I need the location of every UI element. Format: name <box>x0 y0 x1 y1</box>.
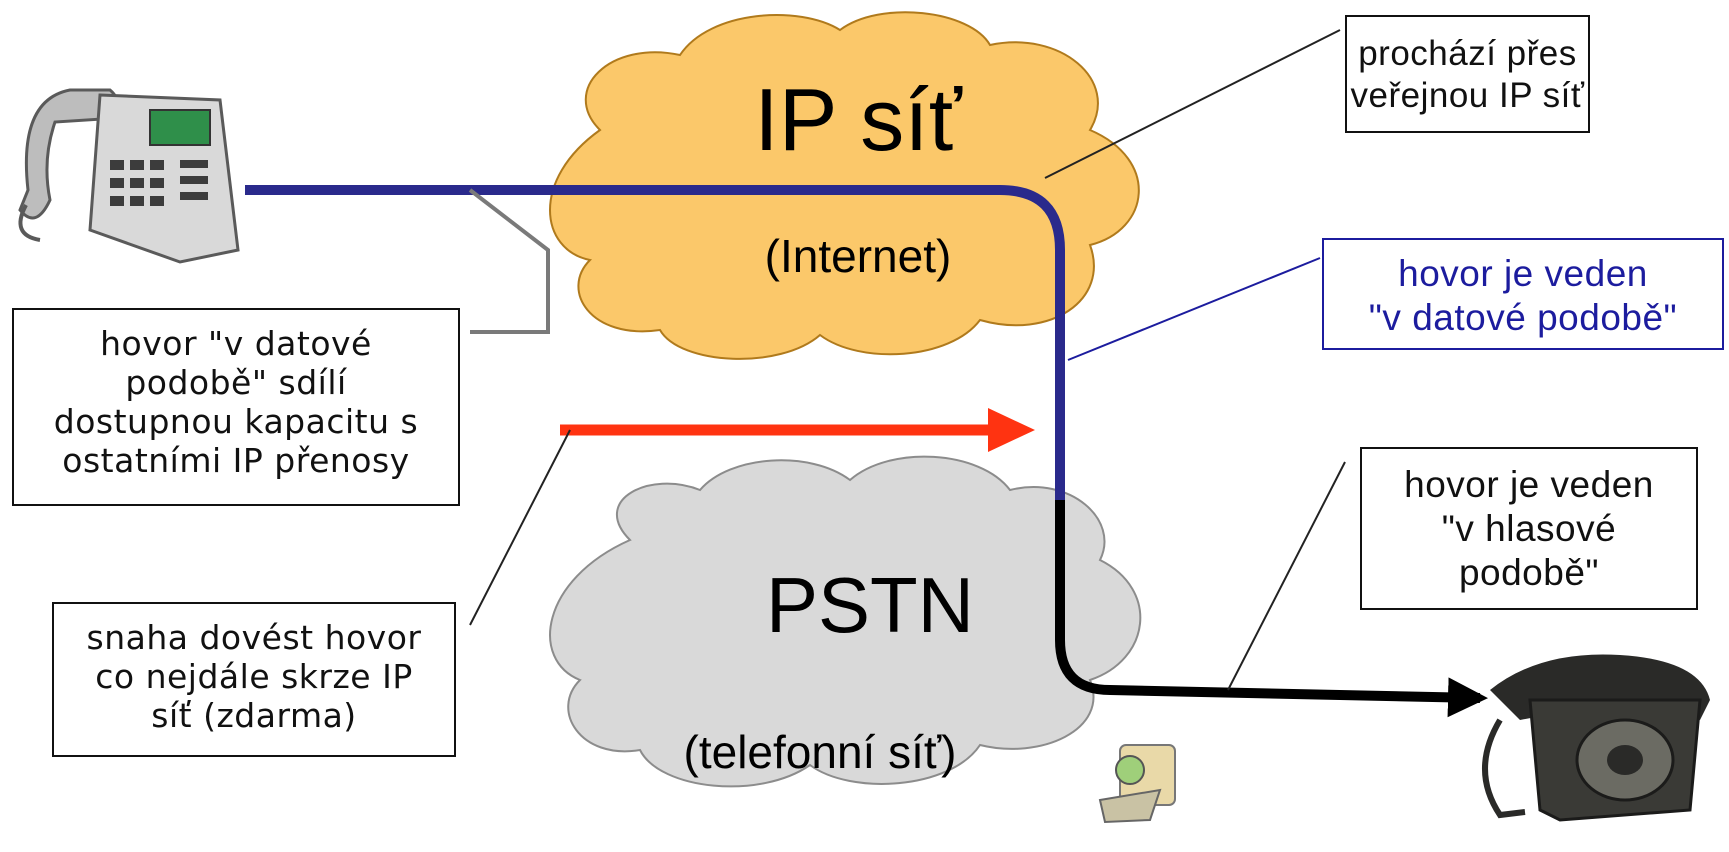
pstn-cloud-subtitle: (telefonní síť) <box>684 726 957 778</box>
label-public-ip: prochází přes veřejnou IP síť <box>1345 15 1590 133</box>
pstn-cloud-shape <box>549 455 1142 788</box>
small-clipart-icon <box>1098 744 1176 824</box>
label-free-route: snaha dovést hovor co nejdále skrze IP s… <box>52 602 456 757</box>
label-shared-capacity: hovor "v datové podobě" sdílí dostupnou … <box>12 308 460 506</box>
leader-data-form <box>1067 257 1321 361</box>
pstn-call-path <box>1055 500 1488 718</box>
leader-shared-capacity <box>468 188 550 334</box>
pstn-cloud: PSTN (telefonní síť) <box>549 455 1142 788</box>
leader-free-route <box>469 429 571 626</box>
leader-public-ip <box>1044 29 1341 179</box>
leader-lines <box>468 29 1346 691</box>
ip-phone-icon <box>18 88 240 264</box>
leader-voice-form <box>1227 461 1346 691</box>
label-data-form: hovor je veden "v datové podobě" <box>1322 238 1724 350</box>
ip-call-path <box>245 185 1065 500</box>
pstn-cloud-title: PSTN <box>766 561 974 649</box>
ip-cloud-subtitle: (Internet) <box>765 230 952 282</box>
label-voice-form: hovor je veden "v hlasové podobě" <box>1360 447 1698 610</box>
rotary-phone-icon <box>1482 654 1710 822</box>
ip-cloud-title: IP síť <box>754 70 962 169</box>
red-arrow <box>560 408 1035 452</box>
